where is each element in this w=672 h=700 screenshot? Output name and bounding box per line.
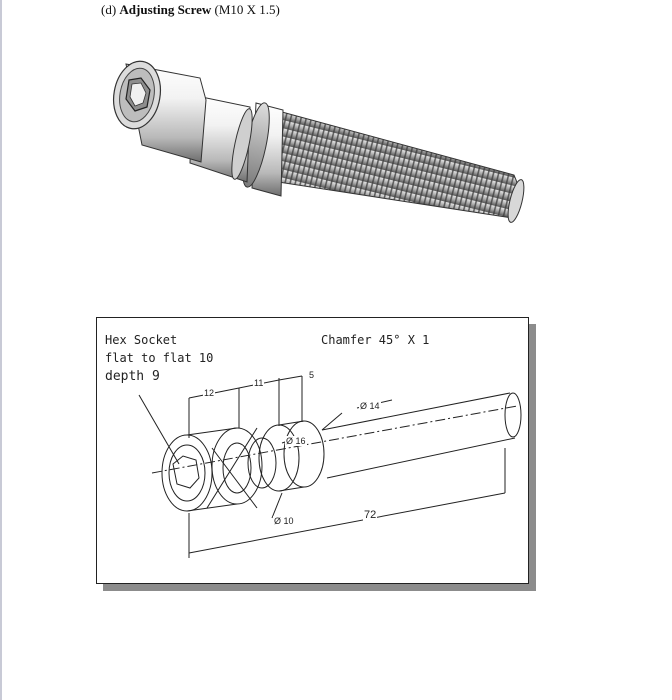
threaded-shank: [277, 111, 525, 223]
depth-note: depth 9: [105, 369, 160, 384]
hex-socket-note: Hex Socket: [105, 333, 178, 347]
flat-to-flat-note: flat to flat 10: [105, 351, 214, 365]
dim-label-dia-16: Ø 16: [285, 436, 307, 446]
page-left-rule: [0, 0, 2, 700]
dim-label-12: 12: [203, 388, 216, 398]
dim-line-72: [188, 492, 506, 554]
dim-label-11: 11: [253, 378, 265, 388]
chamfer-note: Chamfer 45° X 1: [321, 333, 430, 347]
hex-socket-leader: [138, 394, 180, 465]
dim-line-5: [278, 375, 303, 381]
dimensioned-drawing: Hex Socket flat to flat 10 depth 9 Chamf…: [96, 317, 529, 584]
socket-head: [112, 60, 207, 163]
shoulder-collar: [242, 102, 284, 197]
collar-back: [283, 420, 325, 488]
dim-label-5: 5: [308, 370, 316, 380]
screw-3d-render: [112, 60, 525, 223]
shank-top-edge: [321, 392, 511, 431]
part-title: Adjusting Screw: [119, 2, 212, 17]
thread-spec: (M10 X 1.5): [214, 2, 280, 17]
center-line: [151, 405, 518, 474]
dim-label-dia-14: Ø 14: [359, 401, 381, 411]
hex-socket-outline: [172, 455, 200, 489]
dim-label-72: 72: [363, 509, 378, 521]
item-letter: (d): [101, 2, 117, 17]
figure-caption: (d) Adjusting Screw (M10 X 1.5): [101, 2, 280, 18]
dim-label-dia-10: Ø 10: [273, 516, 295, 526]
shank-end-face: [504, 392, 522, 438]
